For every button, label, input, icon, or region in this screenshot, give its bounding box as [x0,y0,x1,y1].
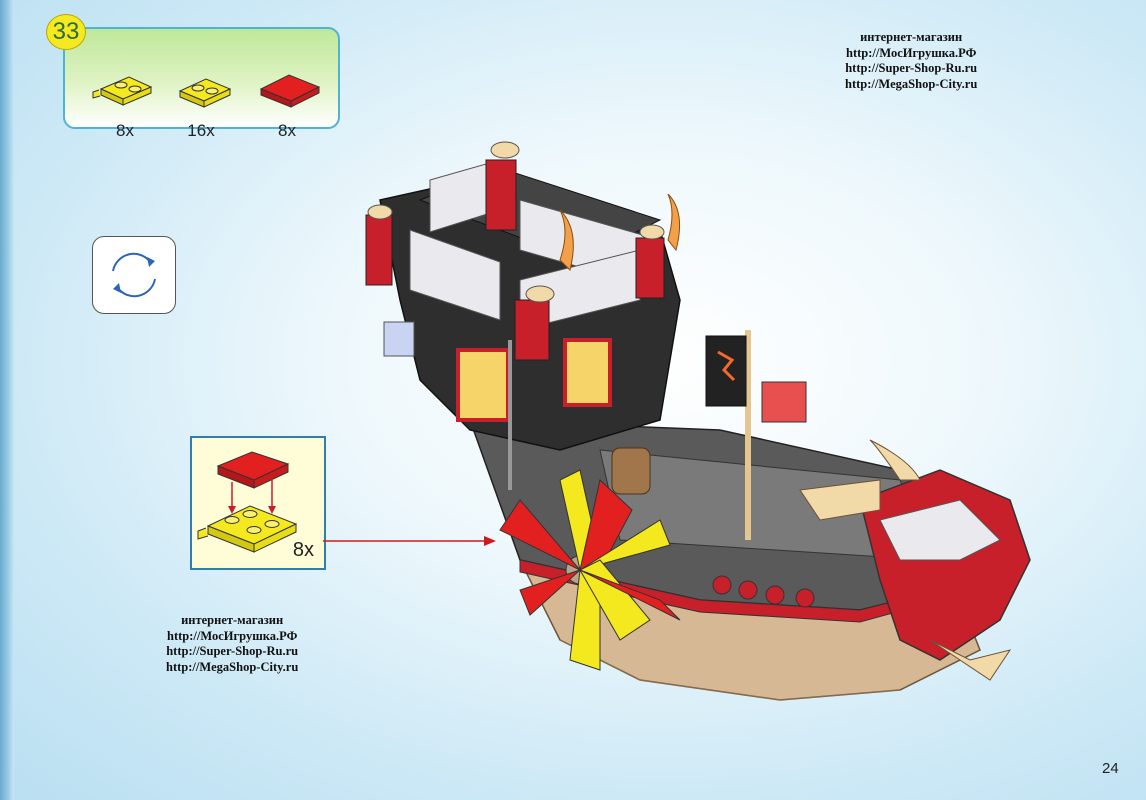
shop-bottom-link-2[interactable]: http://Super-Shop-Ru.ru [166,644,299,658]
shop-info-bottom: интернет-магазин http://МосИгрушка.РФ ht… [166,613,298,675]
part-2-quantity: 16x [187,121,215,140]
red-tile-icon [259,74,321,108]
shop-bottom-title: интернет-магазин [181,613,284,627]
shop-top-link-3[interactable]: http://MegaShop-City.ru [845,76,978,91]
shop-bottom-link-3[interactable]: http://MegaShop-City.ru [166,659,299,674]
parts-list-panel: 8x 16x 8x [63,27,340,140]
shop-top-link-2[interactable]: http://Super-Shop-Ru.ru [845,61,978,75]
part-3-quantity: 8x [278,121,296,140]
yellow-plate-icon [178,78,232,108]
sub-assembly-callout: 8x [190,436,326,570]
sub-assembly-quantity: 8x [292,539,314,561]
rotate-arrows-icon [112,252,156,298]
shop-bottom-link-1[interactable]: http://МосИгрушка.РФ [167,628,298,643]
shop-top-title: интернет-магазин [860,30,963,44]
yellow-clip-plate-icon [92,76,153,106]
book-spine [0,0,14,800]
page-number: 24 [1102,760,1119,777]
part-1-quantity: 8x [116,121,134,140]
step-number: 33 [46,14,86,50]
shop-info-top: интернет-магазин http://МосИгрушка.РФ ht… [845,30,977,92]
sub-assembly-diagram [197,451,298,553]
shop-top-link-1[interactable]: http://МосИгрушка.РФ [846,45,977,60]
rotate-model-box [92,236,176,314]
